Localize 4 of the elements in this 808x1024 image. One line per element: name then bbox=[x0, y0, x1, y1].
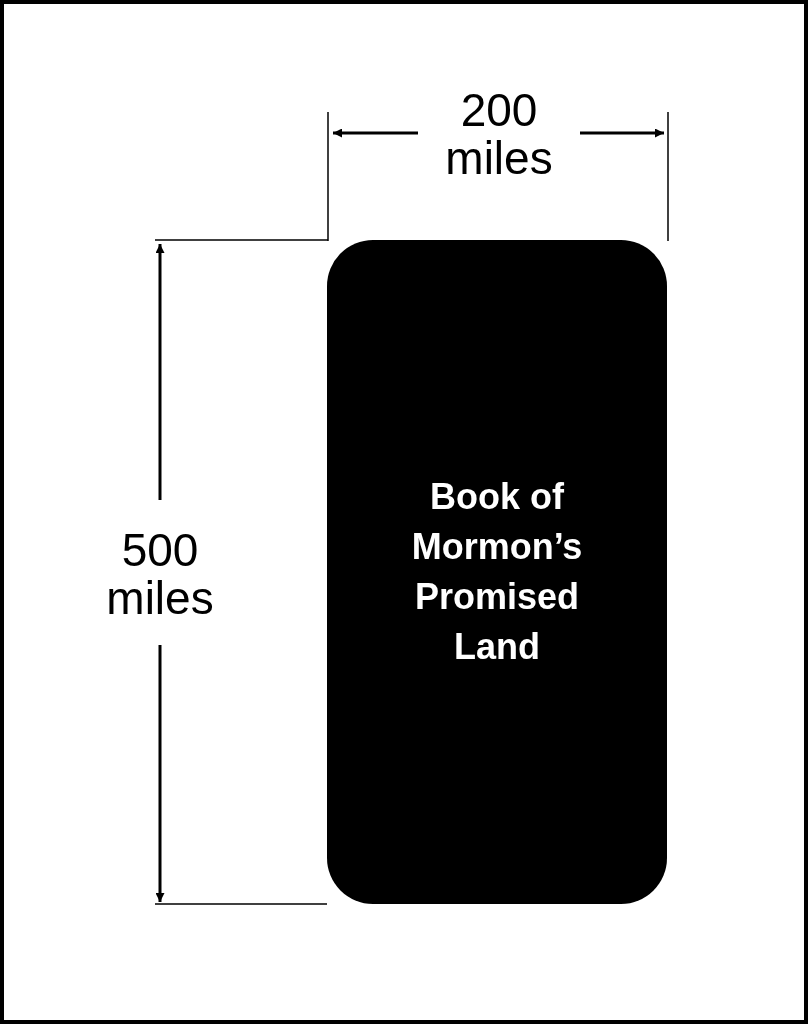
dimension-label: 200 miles bbox=[444, 86, 554, 182]
region-label: Book of Mormon’s Promised Land bbox=[410, 475, 584, 669]
dimension-label: 500 miles bbox=[105, 526, 215, 622]
region-box bbox=[327, 240, 667, 904]
